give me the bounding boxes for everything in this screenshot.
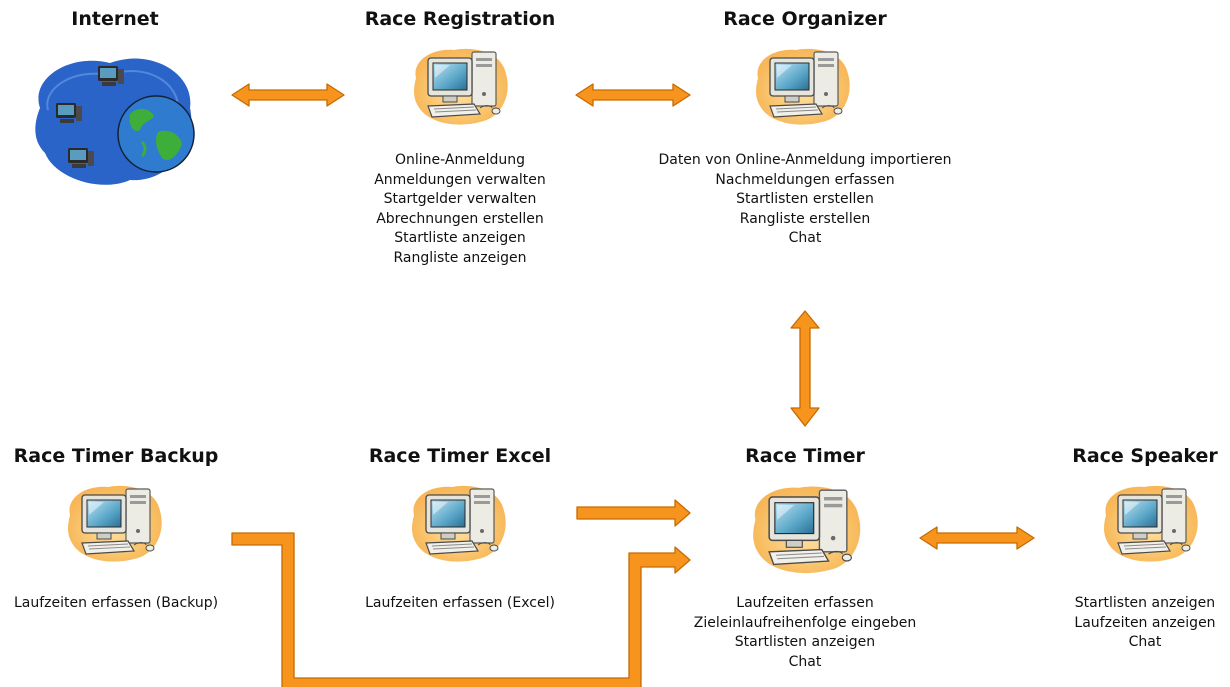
description-line: Startlisten erstellen: [736, 191, 874, 208]
node-title: Race Organizer: [723, 8, 887, 30]
description-line: Chat: [788, 230, 822, 247]
description-line: Startlisten anzeigen: [1074, 595, 1216, 611]
computer-icon: [755, 48, 851, 126]
node-title: Race Timer: [745, 445, 865, 467]
arrow-excel-timer: [576, 499, 691, 527]
description-line: Anmeldungen verwalten: [374, 171, 546, 188]
description-line: Abrechnungen erstellen: [376, 210, 544, 227]
node-description: Online-Anmeldung Anmeldungen verwalten S…: [320, 151, 600, 269]
node-title: Race Registration: [364, 8, 556, 30]
description-line: Rangliste erstellen: [739, 210, 871, 227]
description-line: Chat: [1128, 634, 1162, 651]
node-title: Race Timer Excel: [368, 445, 552, 467]
node-title: Race Timer Backup: [13, 445, 219, 467]
node-race-registration: Race Registration Online-Anmeldung Anmel…: [320, 8, 600, 266]
description-line: Startgelder verwalten: [383, 191, 537, 208]
computer-icon: [411, 485, 507, 563]
description-line: Laufzeiten erfassen (Excel): [365, 595, 555, 611]
node-description: Daten von Online-Anmeldung importieren N…: [640, 151, 970, 249]
description-line: Laufzeiten anzeigen: [1074, 614, 1216, 631]
arrow-backup-timer: [231, 532, 691, 687]
node-title: Race Speaker: [1072, 445, 1218, 467]
node-description: Laufzeiten erfassen Zieleinlaufreihenfol…: [680, 594, 930, 672]
description-line: Zieleinlaufreihenfolge eingeben: [693, 614, 917, 631]
description-line: Rangliste anzeigen: [393, 249, 527, 266]
node-race-timer: Race Timer Laufzeiten erfassen Zieleinla…: [680, 445, 930, 670]
description-line: Chat: [788, 653, 822, 670]
node-race-timer-backup: Race Timer Backup Laufzeiten erfassen (B…: [0, 445, 232, 611]
network-globe-icon: [35, 58, 195, 185]
node-description: Laufzeiten erfassen (Backup): [0, 594, 232, 614]
description-line: Nachmeldungen erfassen: [715, 171, 895, 188]
arrow-timer-speaker: [919, 526, 1035, 550]
arrow-internet-registration: [231, 83, 345, 107]
node-internet: Internet: [30, 8, 200, 185]
description-line: Daten von Online-Anmeldung importieren: [658, 152, 952, 168]
description-line: Laufzeiten erfassen: [736, 595, 874, 611]
node-race-organizer: Race Organizer Daten von Online-Anmeldun…: [640, 8, 970, 246]
node-race-speaker: Race Speaker Startlisten anzeigen Laufze…: [1060, 445, 1230, 650]
description-line: Startliste anzeigen: [394, 230, 526, 247]
computer-icon: [413, 48, 509, 126]
computer-icon: [752, 485, 861, 574]
computer-icon: [67, 485, 163, 563]
description-line: Startlisten anzeigen: [734, 634, 876, 651]
description-line: Online-Anmeldung: [394, 152, 525, 168]
node-title: Internet: [71, 8, 159, 30]
node-race-timer-excel: Race Timer Excel Laufzeiten erfassen (Ex…: [340, 445, 580, 611]
arrow-registration-organizer: [575, 83, 691, 107]
node-description: Startlisten anzeigen Laufzeiten anzeigen…: [1060, 594, 1230, 653]
computer-icon: [1103, 485, 1199, 563]
description-line: Laufzeiten erfassen (Backup): [13, 595, 219, 611]
arrow-organizer-timer: [790, 310, 820, 427]
node-description: Laufzeiten erfassen (Excel): [340, 594, 580, 614]
